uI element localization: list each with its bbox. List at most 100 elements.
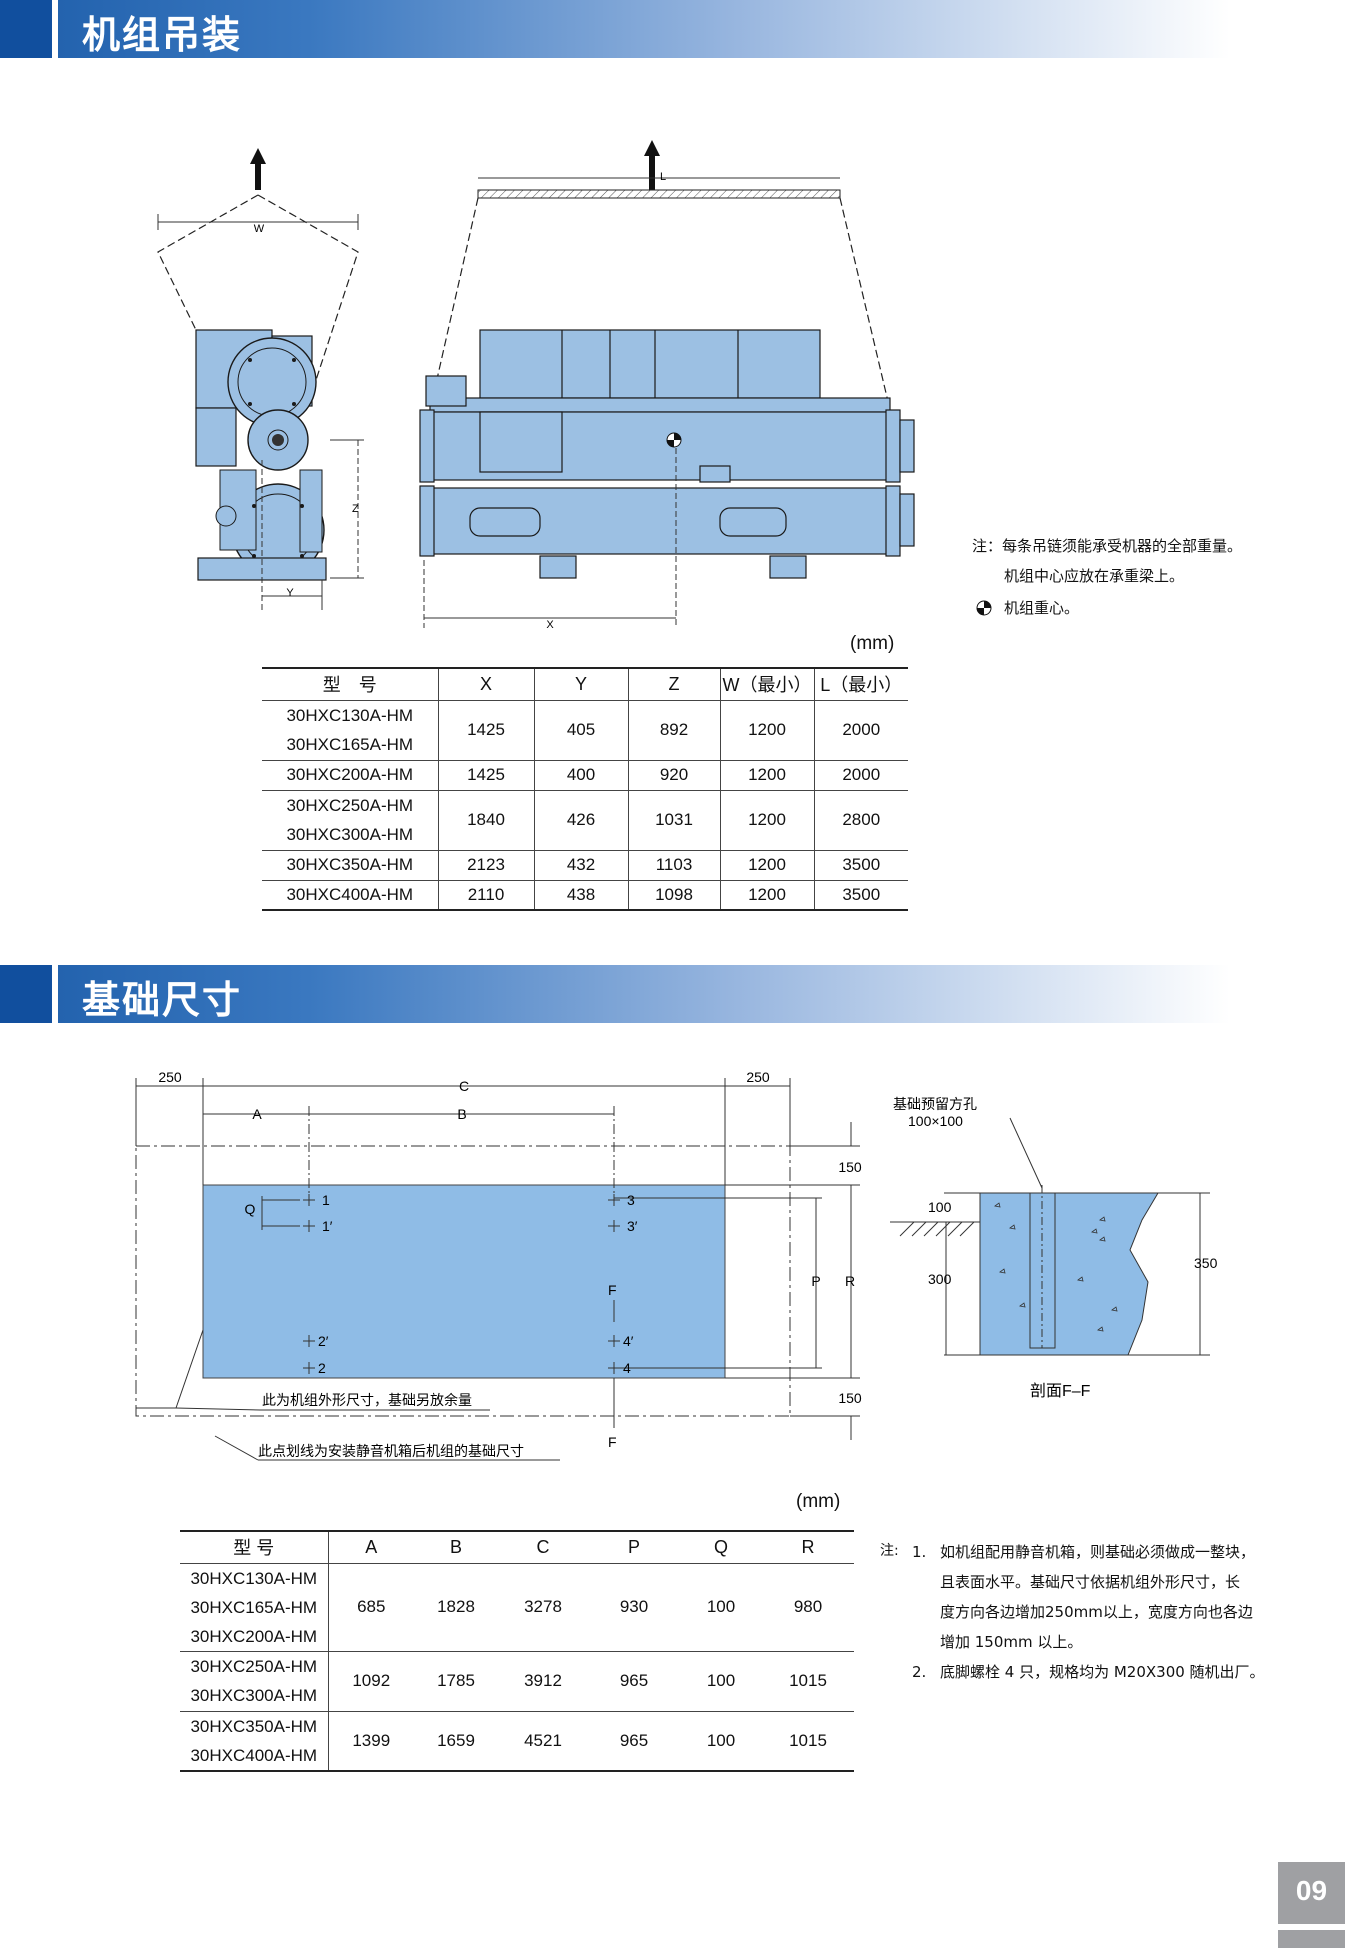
x-cell: 1425 <box>438 760 535 790</box>
z-cell: 892 <box>628 700 721 760</box>
q-cell: 100 <box>706 1597 736 1616</box>
model-cell: 30HXC130A-HM <box>190 1568 318 1588</box>
header-q: Q <box>713 1536 728 1557</box>
x-cell: 2110 <box>438 880 535 910</box>
y-cell: 438 <box>534 880 629 910</box>
y-cell: 400 <box>534 760 629 790</box>
center-of-gravity-icon <box>666 432 682 448</box>
lifting-note-1: 注：每条吊链须能承受机器的全部重量。 <box>972 537 1243 555</box>
b-cell: 1659 <box>437 1730 475 1750</box>
bolt-4-label: 4 <box>623 1360 631 1376</box>
dim-c: C <box>459 1078 469 1094</box>
model-cell: 30HXC165A-HM <box>190 1597 318 1617</box>
table-header-row: 型 号 X Y Z W（最小） L（最小） <box>262 668 908 700</box>
model-cell: 30HXC400A-HM <box>262 880 439 910</box>
c-cell: 3278 <box>524 1597 562 1616</box>
b-cell: 1828 <box>437 1597 475 1616</box>
bolt-1b-label: 1′ <box>322 1218 333 1234</box>
dim-250-right: 250 <box>746 1069 770 1085</box>
x-cell: 2123 <box>438 850 535 880</box>
dim-r: R <box>845 1273 855 1289</box>
table-row: 30HXC130A-HM 30HXC165A-HM 30HXC200A-HM 6… <box>180 1563 854 1651</box>
page-number-tab: 09 <box>1278 1862 1345 1924</box>
model-cell: 30HXC200A-HM <box>190 1626 318 1646</box>
unit-label: (mm) <box>796 1491 841 1512</box>
note-1-line: 增加 150mm 以上。 <box>940 1633 1083 1651</box>
y-cell: 432 <box>534 850 629 880</box>
model-cell: 30HXC250A-HM <box>286 796 414 815</box>
note-2-number: 2. <box>912 1663 927 1681</box>
model-cell: 30HXC350A-HM <box>190 1716 318 1736</box>
w-cell: 1200 <box>720 790 815 850</box>
dim-250-left: 250 <box>158 1069 182 1085</box>
table-row: 30HXC250A-HM 30HXC300A-HM 1840 426 1031 … <box>262 790 908 850</box>
table-header-row: 型 号 A B C P Q R <box>180 1531 854 1563</box>
banner-accent-bar <box>0 0 52 58</box>
l-cell: 3500 <box>842 884 881 904</box>
a-cell: 1092 <box>352 1671 391 1690</box>
header-p: P <box>627 1536 640 1557</box>
dim-q: Q <box>245 1201 256 1217</box>
z-cell: 1098 <box>628 880 721 910</box>
unit-footprint <box>202 1184 726 1379</box>
r-cell: 1015 <box>789 1730 827 1750</box>
unit-label: (mm) <box>850 633 895 654</box>
model-cell: 30HXC130A-HM <box>286 706 414 725</box>
section-ff-drawing: 基础预留方孔 100×100 100 300 350 剖面F–F <box>890 1096 1218 1400</box>
x-cell: 1840 <box>438 790 535 850</box>
w-cell: 1200 <box>720 760 815 790</box>
header-y: Y <box>534 668 629 700</box>
header-b: B <box>449 1536 462 1557</box>
lift-arrow-icon <box>644 140 660 190</box>
header-model: 型 号 <box>262 668 439 700</box>
dim-350: 350 <box>1194 1255 1218 1271</box>
l-label: L <box>660 171 666 183</box>
section-title: 基础尺寸 <box>82 978 243 1022</box>
header-model: 型 号 <box>180 1531 329 1563</box>
c-cell: 4521 <box>524 1730 562 1750</box>
p-cell: 930 <box>619 1597 649 1616</box>
note-2-line: 底脚螺栓 4 只，规格均为 M20X300 随机出厂。 <box>940 1663 1265 1681</box>
section-f-bottom: F <box>608 1434 617 1450</box>
p-cell: 965 <box>619 1730 649 1750</box>
w-cell: 1200 <box>720 850 815 880</box>
note-1-line: 且表面水平。基础尺寸依据机组外形尺寸，长 <box>940 1573 1241 1591</box>
model-cell: 30HXC400A-HM <box>190 1745 318 1765</box>
side-view-machine <box>195 329 327 581</box>
page-number: 09 <box>1295 1875 1328 1906</box>
q-cell: 100 <box>706 1671 736 1690</box>
model-cell: 30HXC300A-HM <box>286 825 414 844</box>
page-tab-strip <box>1278 1930 1345 1948</box>
q-cell: 100 <box>706 1730 736 1750</box>
callout-silencer-outline: 此点划线为安装静音机箱后机组的基础尺寸 <box>258 1443 524 1459</box>
lifting-note-2: 机组中心应放在承重梁上。 <box>1004 567 1185 585</box>
dim-300: 300 <box>928 1271 952 1287</box>
dim-150-top: 150 <box>838 1159 862 1175</box>
w-label: W <box>254 223 265 235</box>
w-cell: 1200 <box>720 880 815 910</box>
concrete-block <box>979 1192 1159 1356</box>
table-row: 30HXC130A-HM 30HXC165A-HM 1425 405 892 1… <box>262 700 908 760</box>
x-label: X <box>546 619 554 630</box>
l-cell: 2000 <box>842 720 881 739</box>
section-banner-foundation: 基础尺寸 <box>0 965 1230 1023</box>
y-label: Y <box>286 587 294 599</box>
foundation-plan-drawing: 250 C 250 A B 150 150 P R Q 1 1′ 3 3′ 2′… <box>135 1069 862 1461</box>
z-cell: 920 <box>628 760 721 790</box>
hole-size: 100×100 <box>908 1113 963 1129</box>
y-cell: 426 <box>534 790 629 850</box>
r-cell: 1015 <box>789 1671 827 1690</box>
section-f-top: F <box>608 1282 617 1298</box>
bolt-2-label: 2 <box>318 1360 326 1376</box>
z-cell: 1103 <box>628 850 721 880</box>
model-cell: 30HXC250A-HM <box>190 1657 318 1676</box>
z-label: Z <box>352 503 359 515</box>
note-1-number: 1. <box>912 1543 927 1561</box>
header-a: A <box>365 1536 378 1557</box>
bolt-1-label: 1 <box>322 1192 330 1208</box>
model-cell: 30HXC165A-HM <box>286 735 414 754</box>
l-cell: 3500 <box>842 855 881 874</box>
foundation-dimensions-table: 型 号 A B C P Q R 30HXC130A-HM 30HXC165A-H… <box>180 1530 854 1772</box>
section-title: 机组吊装 <box>82 13 243 57</box>
lifting-diagram: W Z Y L <box>157 140 915 630</box>
